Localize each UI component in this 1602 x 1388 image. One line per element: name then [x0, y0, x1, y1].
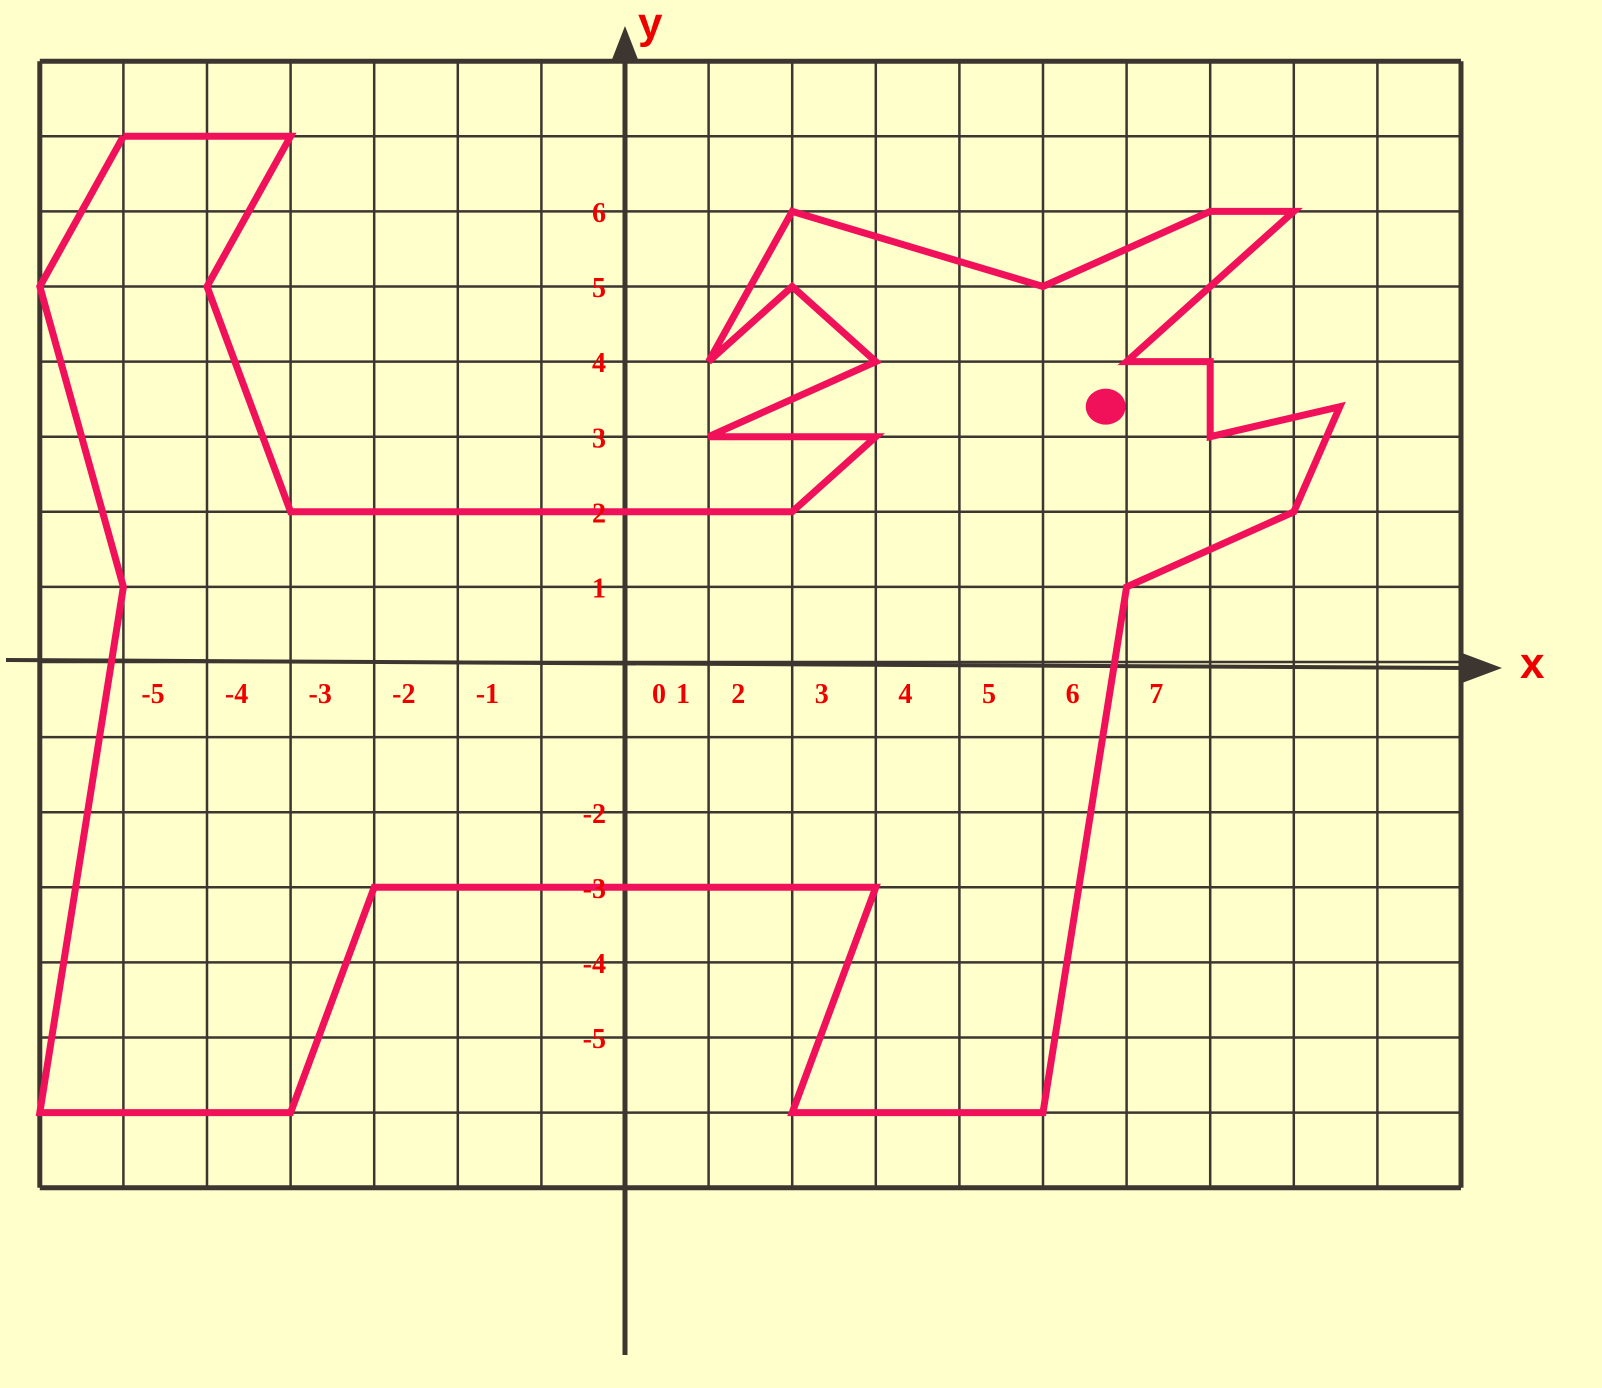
- y-tick-label: 4: [592, 348, 606, 379]
- x-tick-label: -3: [309, 679, 332, 710]
- y-tick-label: 2: [592, 498, 606, 529]
- y-tick-label: 3: [592, 423, 606, 454]
- x-tick-label: -4: [225, 679, 248, 710]
- figure-eye-dot: [1086, 389, 1126, 425]
- y-tick-label: -3: [583, 874, 606, 905]
- x-tick-label: 1: [676, 679, 690, 710]
- y-tick-label: 5: [592, 273, 606, 304]
- y-axis-label: y: [638, 0, 663, 48]
- x-tick-label: -5: [141, 679, 164, 710]
- x-tick-label: 0: [652, 679, 666, 710]
- x-tick-label: 3: [815, 679, 829, 710]
- x-tick-label: 6: [1066, 679, 1080, 710]
- x-tick-label: 7: [1149, 679, 1163, 710]
- grid-lines: [40, 61, 1461, 1188]
- x-axis-label: x: [1520, 639, 1545, 688]
- y-tick-label: -4: [583, 949, 606, 980]
- figure-outline: [40, 136, 1340, 1112]
- y-tick-label: -2: [583, 799, 606, 830]
- y-tick-label: -5: [583, 1024, 606, 1055]
- axes: x y: [6, 0, 1545, 1355]
- x-tick-label: 5: [982, 679, 996, 710]
- figure: [40, 136, 1340, 1112]
- y-axis-arrow-icon: [611, 26, 639, 62]
- x-tick-label: -2: [392, 679, 415, 710]
- y-tick-label: 6: [592, 198, 606, 229]
- x-axis-arrow-icon: [1462, 653, 1502, 683]
- x-tick-label: -1: [476, 679, 499, 710]
- x-tick-label: 4: [898, 679, 912, 710]
- y-tick-label: 1: [592, 573, 606, 604]
- x-tick-label: 2: [731, 679, 745, 710]
